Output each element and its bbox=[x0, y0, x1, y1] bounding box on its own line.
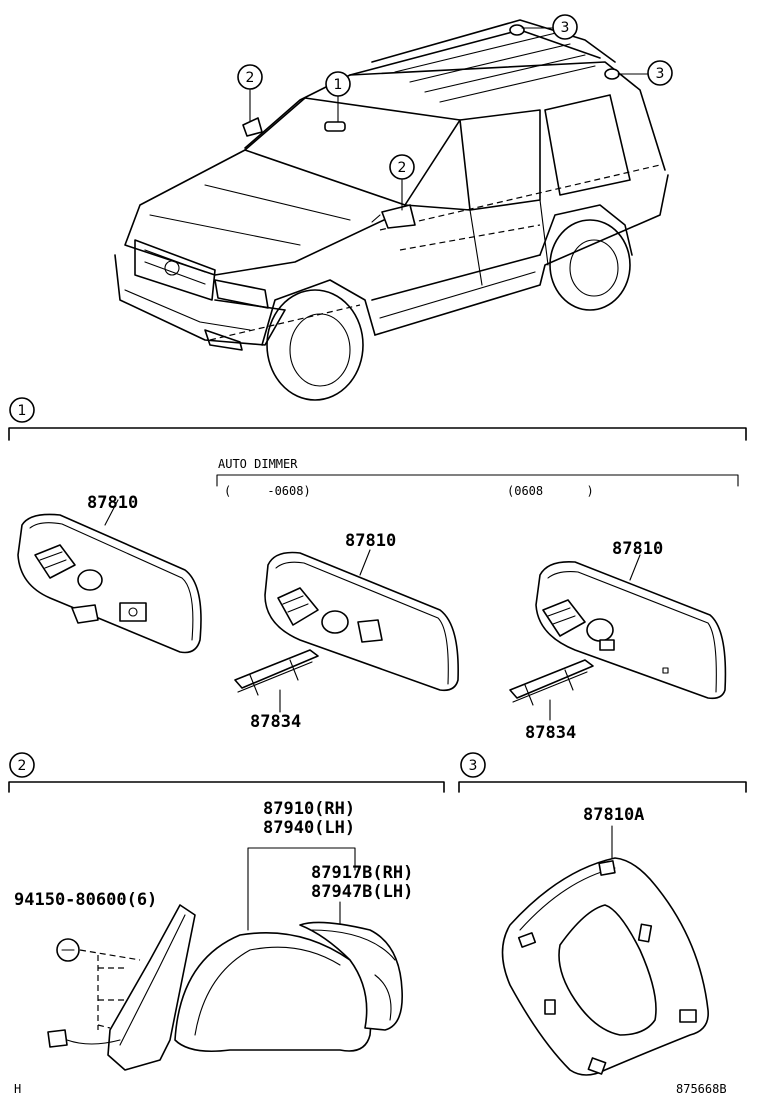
section-1-marker: 1 bbox=[9, 397, 35, 423]
callout-roof-lamp-front: 3 bbox=[521, 14, 578, 40]
part-87910-rh: 87910(RH) bbox=[263, 799, 355, 819]
part-87810-right: 87810 bbox=[612, 539, 663, 559]
callout-label: 3 bbox=[561, 20, 570, 36]
part-87810a: 87810A bbox=[583, 805, 644, 825]
inner-mirror-left bbox=[17, 499, 202, 654]
callout-label: 3 bbox=[656, 66, 665, 82]
outer-mirror-assembly bbox=[47, 904, 403, 1071]
callout-outer-mirror-near: 2 bbox=[389, 154, 415, 211]
part-87940-lh: 87940(LH) bbox=[263, 818, 355, 838]
auto-dimmer-label: AUTO DIMMER bbox=[218, 457, 298, 471]
clip-middle bbox=[234, 649, 319, 713]
callout-roof-lamp-rear: 3 bbox=[617, 60, 673, 86]
inner-mirror-middle bbox=[264, 549, 459, 692]
inner-mirror-right bbox=[535, 554, 727, 700]
part-94150-80600: 94150-80600(6) bbox=[14, 890, 157, 910]
callout-inner-mirror: 1 bbox=[325, 71, 351, 123]
date-range-left: ( -0608) bbox=[224, 484, 311, 498]
part-87917b-rh: 87917B(RH) bbox=[311, 863, 413, 883]
svg-text:2: 2 bbox=[18, 758, 27, 774]
svg-text:1: 1 bbox=[18, 403, 27, 419]
callout-outer-mirror-far: 2 bbox=[237, 64, 263, 123]
roof-cover bbox=[501, 857, 709, 1076]
date-range-right: (0608 ) bbox=[507, 484, 594, 498]
callout-label: 2 bbox=[398, 160, 407, 176]
section-2-bracket bbox=[8, 781, 445, 793]
clip-right bbox=[509, 659, 594, 721]
svg-text:3: 3 bbox=[469, 758, 478, 774]
section-2-marker: 2 bbox=[9, 752, 35, 778]
footer-code: H bbox=[14, 1082, 21, 1096]
part-87810-left: 87810 bbox=[87, 493, 138, 513]
vehicle-illustration bbox=[114, 19, 669, 401]
section-3-marker: 3 bbox=[460, 752, 486, 778]
leader-87910 bbox=[247, 847, 356, 931]
auto-dimmer-bracket bbox=[216, 474, 739, 487]
callout-label: 2 bbox=[246, 70, 255, 86]
part-87834-middle: 87834 bbox=[250, 712, 301, 732]
part-87947b-lh: 87947B(LH) bbox=[311, 882, 413, 902]
section-1-bracket bbox=[8, 427, 747, 441]
section-3-bracket bbox=[458, 781, 747, 793]
callout-label: 1 bbox=[334, 77, 343, 93]
part-87810-middle: 87810 bbox=[345, 531, 396, 551]
part-87834-right: 87834 bbox=[525, 723, 576, 743]
illustration-number: 875668B bbox=[676, 1082, 727, 1096]
